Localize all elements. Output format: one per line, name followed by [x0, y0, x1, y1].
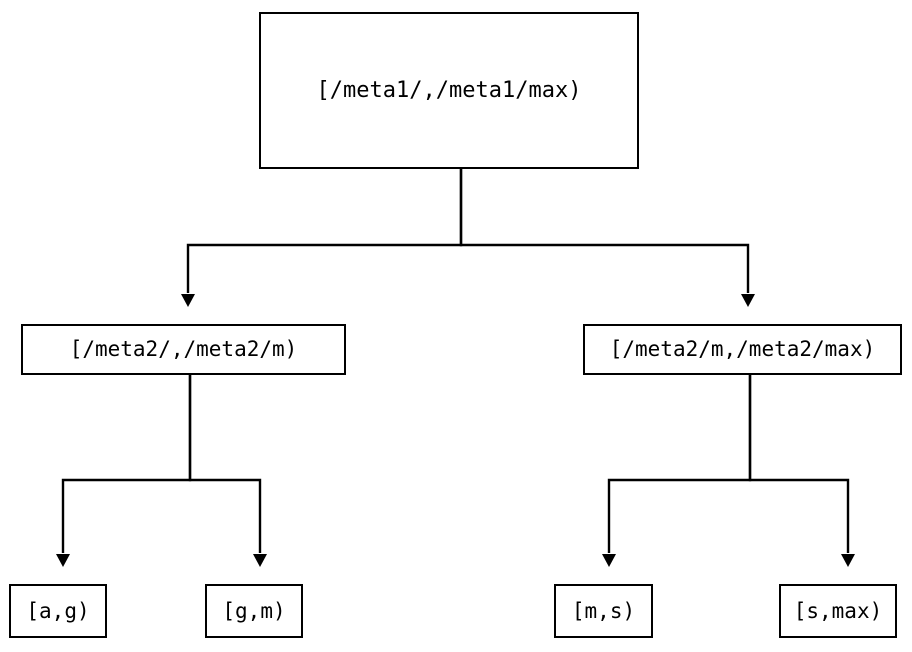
node-leaf-g-m[interactable]: [g,m) [205, 584, 303, 638]
node-leaf-g-m-label: [g,m) [222, 598, 286, 623]
node-leaf-m-s[interactable]: [m,s) [554, 584, 653, 638]
edge-mid-right-to-leaf-ms [602, 375, 752, 567]
edge-mid-right-to-leaf-smax [748, 375, 855, 567]
node-leaf-a-g-label: [a,g) [26, 598, 90, 623]
node-mid-left[interactable]: [/meta2/,/meta2/m) [21, 324, 346, 375]
edge-mid-left-to-leaf-gm [188, 375, 267, 567]
arrowhead-icon [602, 554, 616, 567]
node-mid-right-label: [/meta2/m,/meta2/max) [609, 337, 876, 361]
node-leaf-a-g[interactable]: [a,g) [9, 584, 107, 638]
arrowhead-icon [181, 294, 195, 307]
node-root-label: [/meta1/,/meta1/max) [316, 77, 582, 103]
node-leaf-s-max-label: [s,max) [793, 598, 883, 623]
edge-root-to-mid-right [459, 169, 755, 307]
arrowhead-icon [841, 554, 855, 567]
node-leaf-m-s-label: [m,s) [571, 598, 636, 623]
node-leaf-s-max[interactable]: [s,max) [779, 584, 897, 638]
node-mid-left-label: [/meta2/,/meta2/m) [69, 337, 298, 361]
node-root[interactable]: [/meta1/,/meta1/max) [259, 12, 639, 169]
edge-mid-left-to-leaf-ag [56, 375, 192, 567]
edge-root-to-mid-left [181, 169, 463, 307]
arrowhead-icon [741, 294, 755, 307]
arrowhead-icon [56, 554, 70, 567]
node-mid-right[interactable]: [/meta2/m,/meta2/max) [583, 324, 902, 375]
arrowhead-icon [253, 554, 267, 567]
